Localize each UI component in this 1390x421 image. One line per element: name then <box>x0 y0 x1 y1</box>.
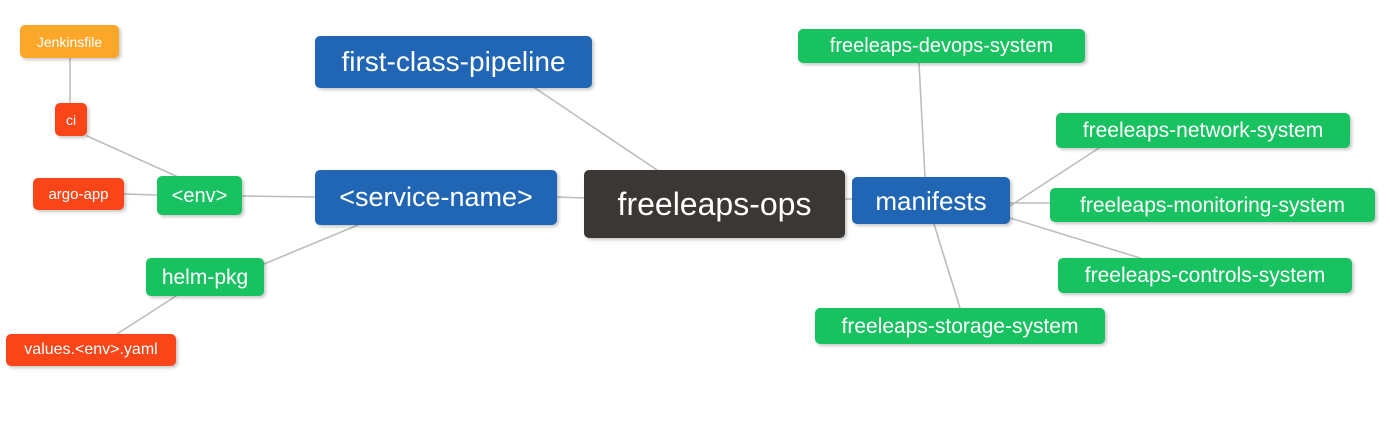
node-freeleaps-monitoring-system[interactable]: freeleaps-monitoring-system <box>1050 188 1375 222</box>
node-argo-app[interactable]: argo-app <box>33 178 124 210</box>
node-values-env-yaml[interactable]: values.<env>.yaml <box>6 334 176 366</box>
edge-argo-app-to-env <box>123 193 158 196</box>
edge-env-to-service-name <box>241 195 316 198</box>
node-freeleaps-ops[interactable]: freeleaps-ops <box>584 170 845 238</box>
edge-manifests-to-freeleaps-devops-system <box>918 62 926 178</box>
node-ci[interactable]: ci <box>55 103 87 136</box>
edge-ci-to-env <box>86 135 177 177</box>
node-first-class-pipeline[interactable]: first-class-pipeline <box>315 36 592 88</box>
node-freeleaps-network-system[interactable]: freeleaps-network-system <box>1056 113 1350 148</box>
node-service-name[interactable]: <service-name> <box>315 170 557 225</box>
edge-helm-pkg-to-service-name <box>263 224 359 265</box>
edge-first-class-pipeline-to-freeleaps-ops <box>534 87 658 171</box>
edge-values-env-yaml-to-helm-pkg <box>116 295 177 335</box>
node-freeleaps-controls-system[interactable]: freeleaps-controls-system <box>1058 258 1352 293</box>
node-freeleaps-storage-system[interactable]: freeleaps-storage-system <box>815 308 1105 344</box>
edge-manifests-to-freeleaps-storage-system <box>933 223 961 309</box>
edge-service-name-to-freeleaps-ops <box>556 196 585 199</box>
node-jenkinsfile[interactable]: Jenkinsfile <box>20 25 119 58</box>
node-manifests[interactable]: manifests <box>852 177 1010 224</box>
edge-manifests-to-freeleaps-controls-system <box>1009 217 1141 259</box>
node-freeleaps-devops-system[interactable]: freeleaps-devops-system <box>798 29 1085 63</box>
node-env[interactable]: <env> <box>157 176 242 215</box>
node-helm-pkg[interactable]: helm-pkg <box>146 258 264 296</box>
